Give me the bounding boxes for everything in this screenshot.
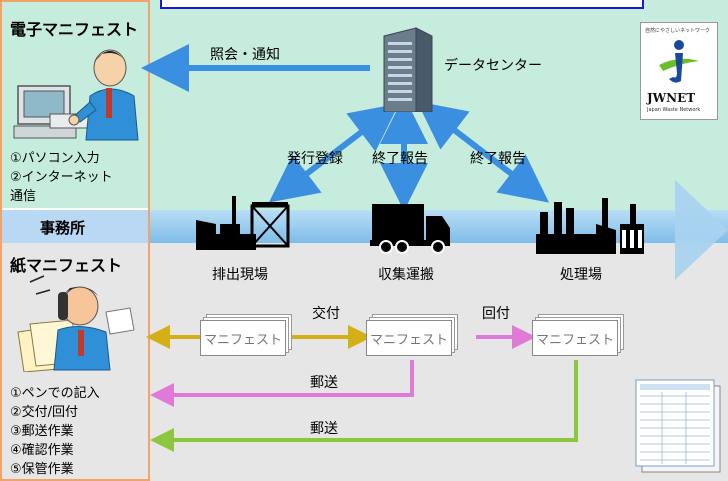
computer-user-icon [13, 49, 139, 141]
office-label: 事務所 [40, 219, 86, 237]
manifest-document-1: マニフェスト [200, 320, 286, 356]
mail-label-1: 郵送 [310, 375, 338, 391]
inquiry-label: 照会・通知 [210, 47, 280, 63]
paper-item-4: ④確認作業 [10, 443, 74, 458]
electronic-manifest-title: 電子マニフェスト [10, 20, 139, 39]
paper-item-5: ⑤保管作業 [10, 462, 74, 477]
paper-item-3: ③郵送作業 [10, 424, 74, 439]
mail-arrow-1 [150, 360, 414, 407]
discharge-site-factory-icon [196, 196, 290, 250]
paper-item-2: ②交付/回付 [10, 405, 79, 420]
discharge-site-label: 排出現場 [212, 267, 268, 283]
disposal-site-label: 処理場 [560, 267, 602, 283]
jwnet-logo: 自然にやさしいネットワーク JWNET Japan Waste Network [640, 22, 718, 120]
electronic-item-1: ①パソコン入力 [10, 151, 100, 166]
top-bar [160, 0, 644, 9]
transport-label: 収集運搬 [378, 267, 434, 283]
paper-manifest-title: 紙マニフェスト [10, 256, 123, 275]
data-center-label: データセンター [444, 58, 542, 74]
manifest-form-icon [635, 379, 721, 473]
completion-report-label-2: 終了報告 [470, 151, 526, 167]
issue-arrow [268, 103, 400, 203]
paper-worker-icon [17, 275, 135, 372]
circulate-label: 回付 [482, 306, 510, 322]
flow-arrow [675, 180, 728, 280]
paper-item-1: ①ペンでの記入 [10, 386, 100, 401]
logo-name: JWNET [647, 91, 696, 105]
manifest-document-3: マニフェスト [532, 320, 618, 356]
issue-label: 交付 [312, 306, 340, 322]
electronic-item-3: 通信 [10, 189, 37, 204]
transport-truck-icon [370, 204, 450, 254]
logo-subtext: Japan Waste Network [647, 107, 701, 113]
manifest-document-2: マニフェスト [366, 320, 452, 356]
mail-arrow-2 [150, 360, 578, 452]
mail-label-2: 郵送 [310, 421, 338, 437]
electronic-item-2: ②インターネット [10, 170, 113, 185]
data-center-building-icon [383, 27, 433, 112]
issue-registration-label: 発行登録 [287, 151, 343, 167]
jwnet-mark-icon [659, 40, 699, 83]
left-office-section [2, 210, 148, 243]
disposal-report-arrow [416, 101, 550, 203]
disposal-plant-icon [536, 198, 644, 254]
logo-tagline: 自然にやさしいネットワーク [645, 28, 711, 34]
completion-report-label-1: 終了報告 [372, 151, 428, 167]
